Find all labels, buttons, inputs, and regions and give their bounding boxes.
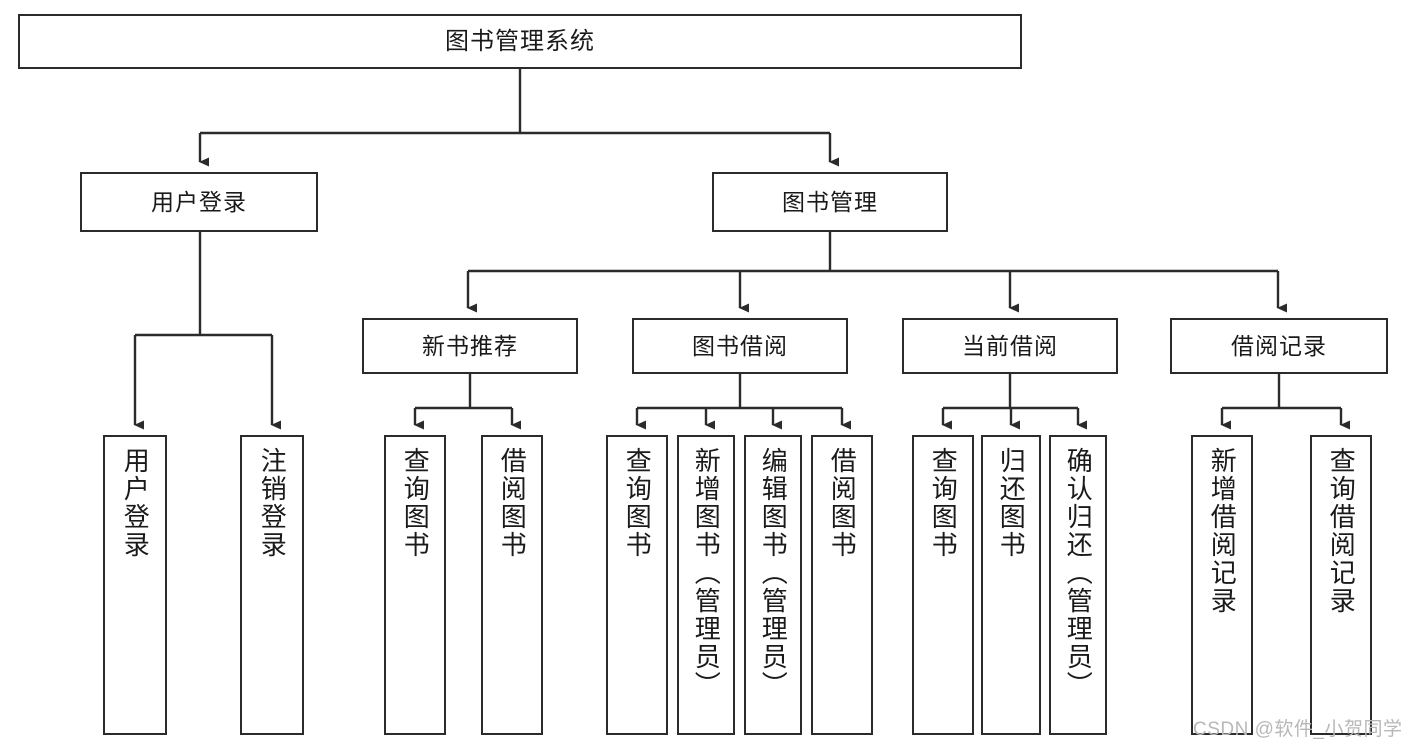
node-leaf-user-login[interactable]: 用户登录	[103, 435, 167, 735]
node-leaf-query-book-2[interactable]: 查询图书	[606, 435, 668, 735]
node-leaf-query-book-2-label: 查询图书	[622, 447, 653, 559]
node-current-borrow-label: 当前借阅	[962, 332, 1058, 359]
node-leaf-user-logout[interactable]: 注销登录	[240, 435, 304, 735]
node-leaf-borrow-book-2[interactable]: 借阅图书	[811, 435, 873, 735]
node-leaf-query-record-label: 查询借阅记录	[1326, 447, 1357, 615]
node-book-management-label: 图书管理	[782, 188, 878, 215]
node-leaf-user-login-label: 用户登录	[120, 447, 151, 559]
node-leaf-confirm-return[interactable]: 确认归还（管理员）	[1049, 435, 1107, 735]
node-root-label: 图书管理系统	[445, 27, 595, 55]
csdn-watermark: CSDN @软件_小贺同学	[1193, 719, 1403, 740]
node-leaf-add-record-label: 新增借阅记录	[1207, 447, 1238, 615]
node-leaf-query-book-3-label: 查询图书	[928, 447, 959, 559]
node-leaf-borrow-book-2-label: 借阅图书	[827, 447, 858, 559]
node-leaf-borrow-book-1[interactable]: 借阅图书	[481, 435, 543, 735]
node-leaf-add-book[interactable]: 新增图书（管理员）	[677, 435, 735, 735]
node-book-borrow[interactable]: 图书借阅	[632, 318, 848, 374]
node-borrow-record[interactable]: 借阅记录	[1170, 318, 1388, 374]
node-leaf-return-book[interactable]: 归还图书	[981, 435, 1041, 735]
node-leaf-user-logout-label: 注销登录	[257, 447, 288, 559]
node-user-login[interactable]: 用户登录	[80, 172, 318, 232]
node-leaf-query-record[interactable]: 查询借阅记录	[1310, 435, 1372, 735]
node-current-borrow[interactable]: 当前借阅	[902, 318, 1118, 374]
node-leaf-add-book-label: 新增图书（管理员）	[691, 447, 722, 699]
node-leaf-query-book-1-label: 查询图书	[400, 447, 431, 559]
node-leaf-borrow-book-1-label: 借阅图书	[497, 447, 528, 559]
node-leaf-add-record[interactable]: 新增借阅记录	[1191, 435, 1253, 735]
node-root[interactable]: 图书管理系统	[18, 14, 1022, 69]
node-book-management[interactable]: 图书管理	[712, 172, 948, 232]
node-new-book-recommend[interactable]: 新书推荐	[362, 318, 578, 374]
node-user-login-label: 用户登录	[151, 188, 247, 215]
node-leaf-edit-book-label: 编辑图书（管理员）	[758, 447, 789, 699]
node-new-book-recommend-label: 新书推荐	[422, 332, 518, 359]
node-leaf-confirm-return-label: 确认归还（管理员）	[1063, 447, 1094, 699]
node-book-borrow-label: 图书借阅	[692, 332, 788, 359]
node-leaf-query-book-3[interactable]: 查询图书	[912, 435, 974, 735]
node-leaf-edit-book[interactable]: 编辑图书（管理员）	[744, 435, 802, 735]
node-borrow-record-label: 借阅记录	[1231, 332, 1327, 359]
node-leaf-return-book-label: 归还图书	[996, 447, 1027, 559]
node-leaf-query-book-1[interactable]: 查询图书	[384, 435, 446, 735]
